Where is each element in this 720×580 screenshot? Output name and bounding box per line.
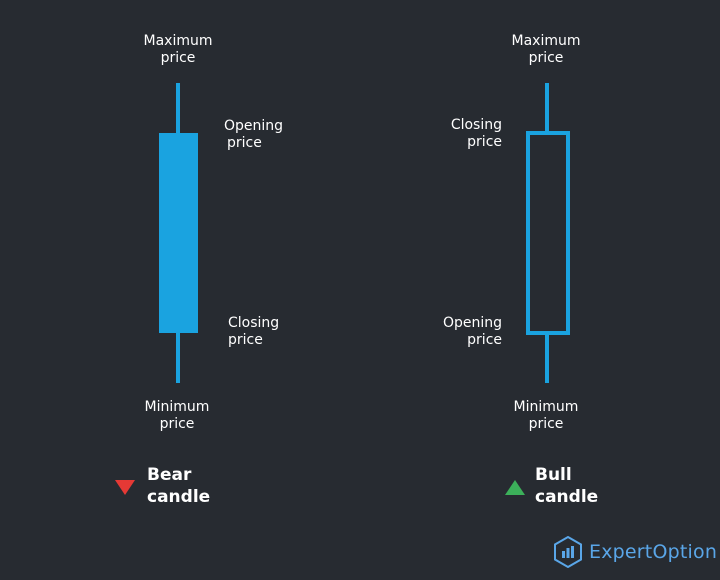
- bear-candle: [159, 83, 198, 383]
- bull-candle: [526, 83, 570, 383]
- bear-candle-body: [159, 133, 198, 333]
- brand-name: ExpertOption: [589, 541, 718, 563]
- bar-chart-hexagon-icon: [554, 536, 582, 568]
- triangle-down-icon: [115, 480, 135, 495]
- triangle-up-icon: [505, 480, 525, 495]
- bull-candle-body: [526, 131, 570, 335]
- expertoption-logo: ExpertOption: [553, 536, 717, 568]
